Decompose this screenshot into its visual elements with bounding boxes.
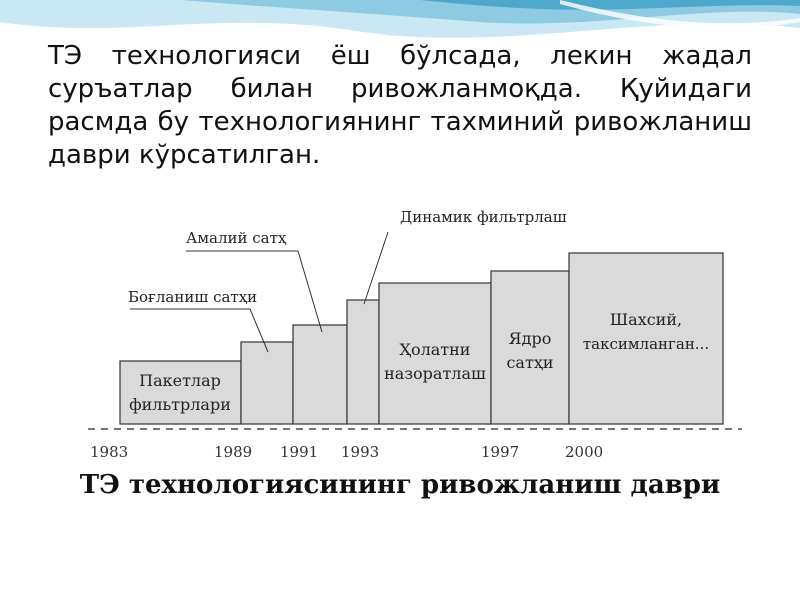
stage-box-personal-distributed: Шахсий, таксимланган... [568,252,724,425]
callout-connection-level: Боғланиш сатҳи [128,288,269,353]
callout-dynamic-filtering: Динамик фильтрлаш [363,208,567,305]
callout-label: Амалий сатҳ [186,229,287,247]
stage-box-dynamic-filtering [346,299,380,425]
stage-label: сатҳи [506,353,553,372]
stage-label: Шахсий, [610,310,682,329]
callout-label: Боғланиш сатҳи [128,288,257,306]
callout-leader [186,250,323,333]
year-label: 1993 [341,443,379,461]
stage-label: фильтрлари [129,395,231,414]
year-label: 1989 [214,443,252,461]
wave-white-stripe [560,0,800,29]
stage-label: Ядро [509,329,552,348]
callout-leader [130,308,269,353]
stage-box-kernel-level: Ядро сатҳи [490,270,570,425]
stage-box-application-level [292,324,348,425]
stage-label: Пакетлар [139,371,221,390]
stage-label: Ҳолатни [400,340,471,359]
figure-caption: ТЭ технологиясининг ривожланиш даври [79,470,721,500]
stage-label: назоратлаш [384,364,486,383]
stage-box-packet-filters: Пакетлар фильтрлари [119,360,242,425]
year-label: 1991 [280,443,318,461]
stage-label: таксимланган... [583,335,709,353]
stage-box-state-inspection: Ҳолатни назоратлаш [378,282,492,425]
stage-box-connection-level [240,341,294,425]
year-label: 1997 [481,443,519,461]
year-label: 2000 [565,443,603,461]
intro-paragraph: ТЭ технологияси ёш бўлсада, лекин жадал … [48,41,752,170]
callout-label: Динамик фильтрлаш [400,208,567,226]
callout-application-level: Амалий сатҳ [186,229,323,333]
year-label: 1983 [90,443,128,461]
wave-dark [420,0,800,10]
callout-leader [363,231,389,305]
